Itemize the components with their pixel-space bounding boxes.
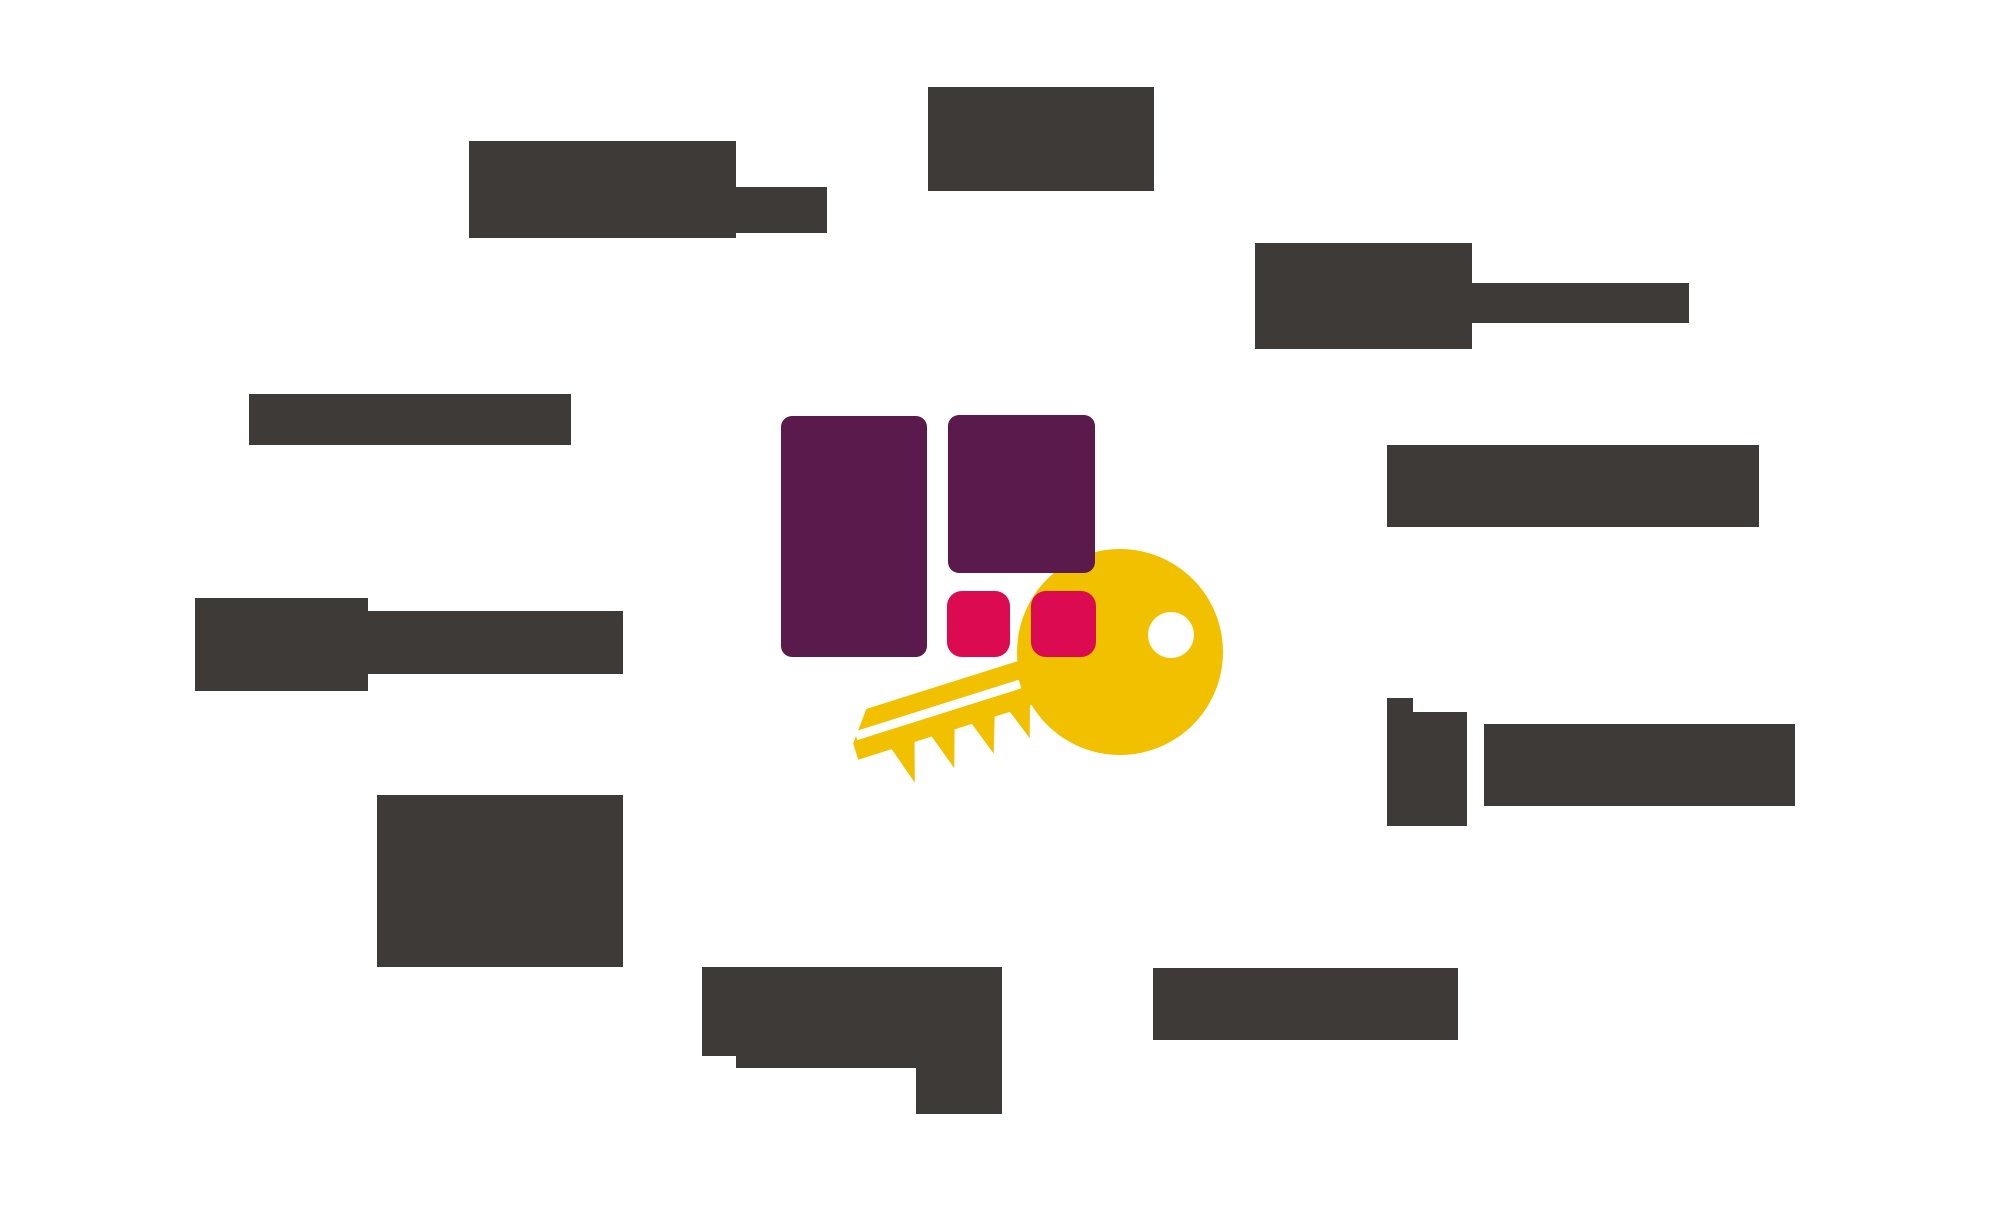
redacted-label-mid-right (1387, 445, 1759, 527)
redacted-label-bottom-left (377, 795, 623, 967)
redacted-label-bottom-center-tail (916, 1068, 1002, 1114)
key-shaft-slit (854, 679, 1022, 741)
key-shaft (853, 631, 1128, 783)
pink-tile-left (947, 591, 1010, 657)
key-hole (1148, 612, 1194, 658)
redacted-label-right-tab (1387, 698, 1413, 712)
redacted-label-top-center (928, 87, 1154, 191)
redacted-label-right-bar (1387, 712, 1467, 826)
redacted-label-left-tail (368, 611, 623, 674)
redacted-label-top-right-main (1255, 243, 1472, 349)
redacted-label-bottom-right (1153, 968, 1458, 1040)
redacted-label-top-left-line-2 (736, 187, 827, 233)
redacted-label-left-main (195, 598, 368, 691)
purple-tile-small (948, 415, 1095, 573)
redacted-label-top-left-line-1 (469, 141, 736, 238)
pink-tile-right (1031, 591, 1096, 657)
redacted-label-bottom-center-main (702, 967, 1002, 1056)
redacted-label-mid-left (249, 394, 571, 445)
redacted-label-top-right-tail (1472, 283, 1689, 323)
redacted-label-bottom-center-strip (736, 1056, 1002, 1068)
purple-tile-large (781, 416, 927, 657)
redacted-label-right-wide (1484, 724, 1795, 806)
